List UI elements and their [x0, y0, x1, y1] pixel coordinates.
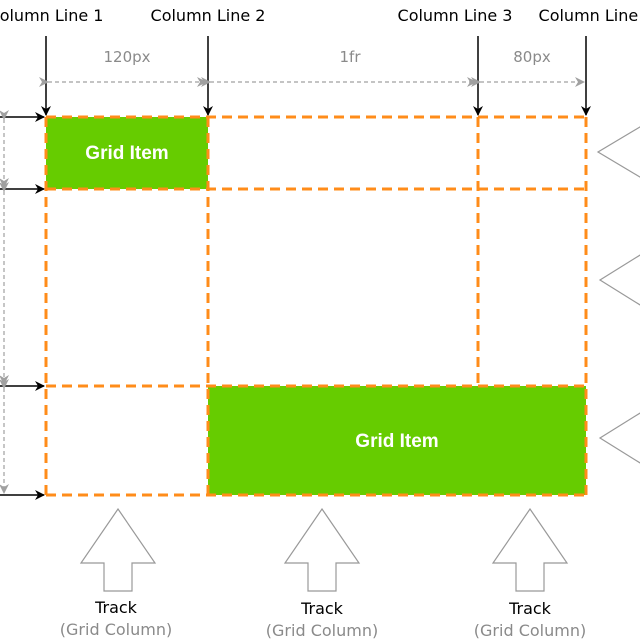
grid-item-2-label: Grid Item — [355, 431, 439, 452]
row-track-arrow-3-icon — [598, 412, 640, 464]
row-line-pointers — [0, 112, 45, 500]
column-size-1-label: 120px — [103, 48, 151, 66]
track-arrows — [79, 507, 569, 592]
column-line-3-label: Column Line 3 — [397, 6, 513, 25]
column-line-2-label: Column Line 2 — [150, 6, 266, 25]
row-track-arrow-1-icon — [596, 126, 640, 178]
track-arrow-2-icon — [283, 507, 361, 592]
grid-item-1-label: Grid Item — [85, 143, 169, 164]
row-track-arrow-2-icon — [598, 254, 640, 306]
track-arrow-1-icon — [79, 507, 157, 592]
row-track-arrows — [596, 126, 640, 464]
track-3-title: Track — [509, 599, 551, 618]
track-2-title: Track — [301, 599, 343, 618]
grid-item-1-fill — [46, 117, 208, 189]
track-1-subtitle: (Grid Column) — [59, 620, 173, 639]
column-line-4-label: Column Line 4 — [538, 6, 640, 25]
column-line-1-label: Column Line 1 — [0, 6, 104, 25]
column-size-2-label: 1fr — [339, 48, 361, 66]
track-2-subtitle: (Grid Column) — [265, 621, 379, 640]
track-1-title: Track — [95, 598, 137, 617]
grid-item-2-fill — [208, 386, 586, 495]
track-3-subtitle: (Grid Column) — [473, 621, 587, 640]
grid-lines — [44, 115, 588, 497]
column-size-3-label: 80px — [513, 48, 551, 66]
column-line-pointers — [41, 36, 591, 116]
track-arrow-3-icon — [491, 507, 569, 592]
